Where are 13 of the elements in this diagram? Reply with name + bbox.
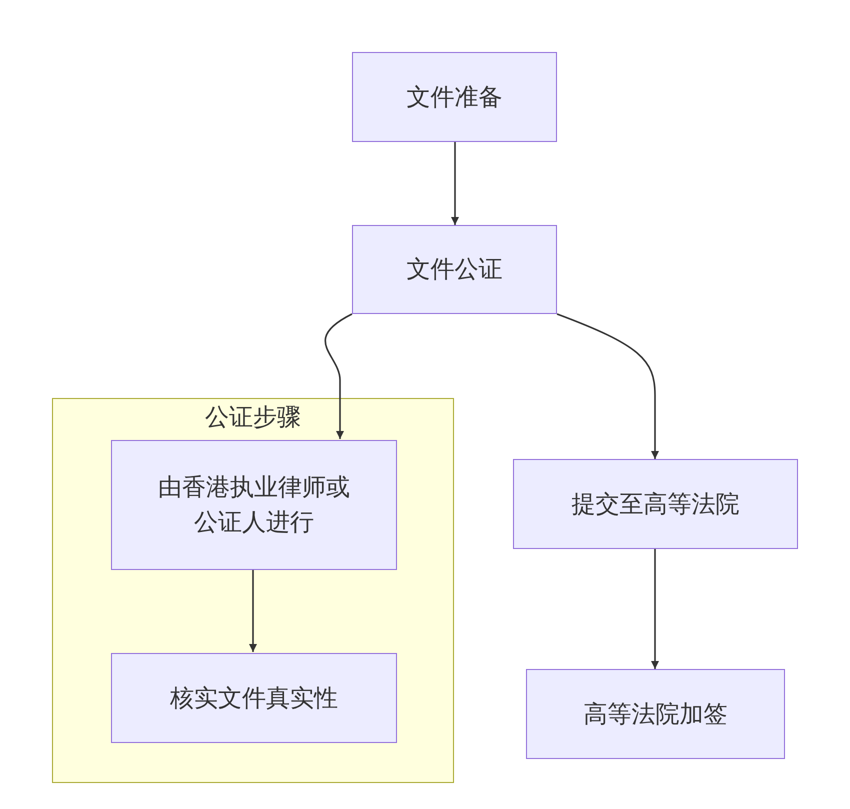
arrow bbox=[651, 549, 659, 669]
process-box: 高等法院加签 bbox=[526, 669, 785, 759]
process-box: 提交至高等法院 bbox=[513, 459, 798, 549]
process-box: 核实文件真实性 bbox=[111, 653, 397, 743]
arrow bbox=[324, 313, 352, 439]
group-title: 公证步骤 bbox=[205, 402, 301, 433]
group-box bbox=[52, 398, 454, 783]
arrow bbox=[249, 569, 257, 652]
arrow bbox=[451, 142, 459, 225]
process-box: 由香港执业律师或公证人进行 bbox=[111, 440, 397, 570]
arrow bbox=[556, 313, 659, 459]
process-box: 文件准备 bbox=[352, 52, 557, 142]
process-box: 文件公证 bbox=[352, 225, 557, 314]
